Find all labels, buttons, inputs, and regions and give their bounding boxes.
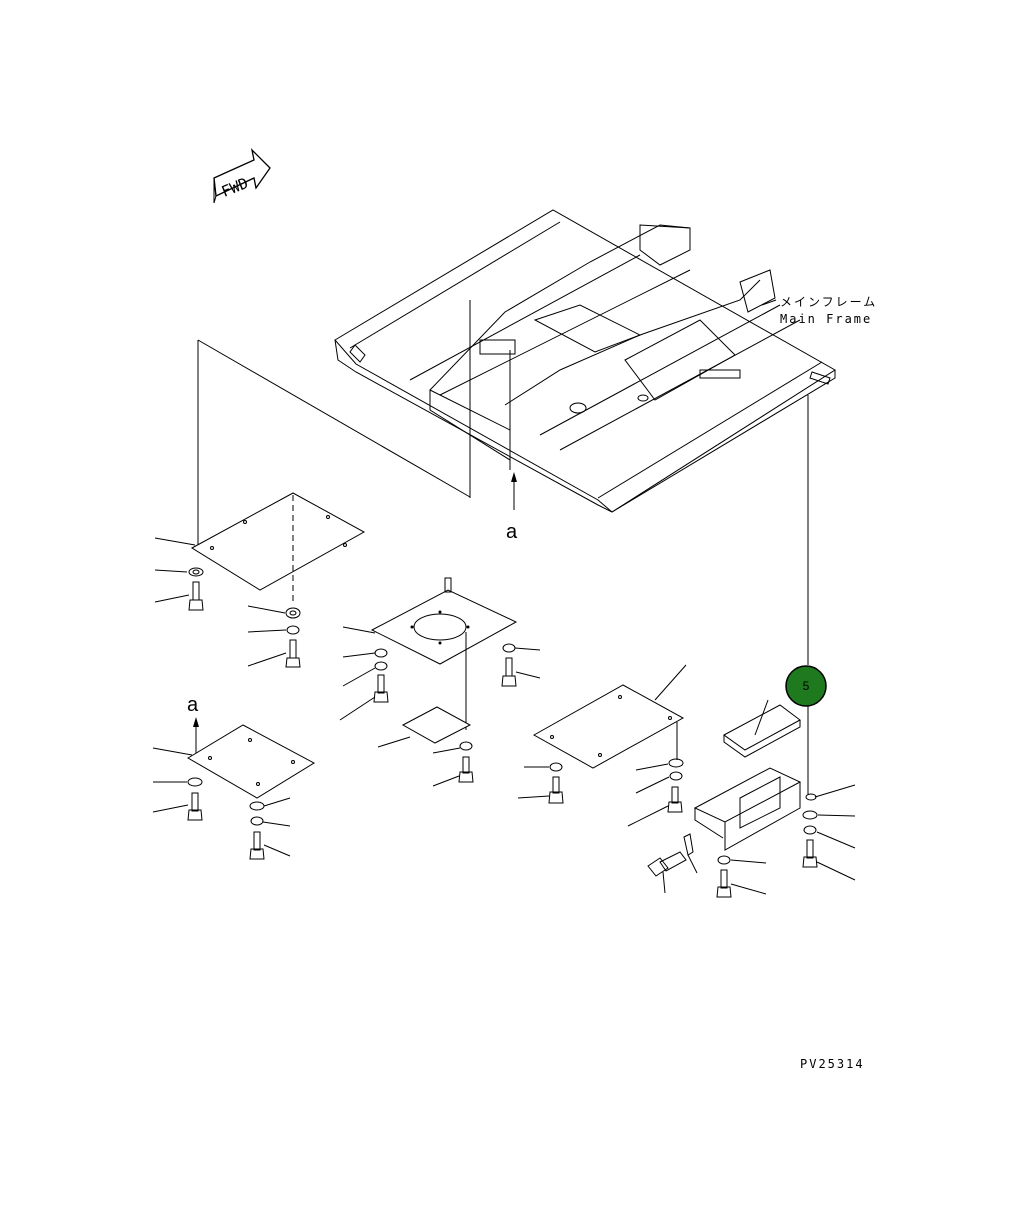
small-cover-plate [377, 706, 474, 787]
view-a-label-top: a [506, 521, 518, 543]
view-a-label-left: a [187, 694, 199, 716]
cover-plate-lower-left [152, 724, 316, 860]
cover-plate-upper-left [154, 492, 366, 668]
main-frame-en-label: Main Frame [780, 312, 872, 326]
callout-number: 5 [803, 679, 810, 693]
main-frame-jp-label: メインフレーム [780, 295, 877, 309]
cover-plate-center-right [517, 664, 687, 827]
cover-plate-center [339, 577, 541, 730]
main-frame [334, 209, 836, 513]
bracket-assembly [647, 699, 856, 898]
callout-5[interactable]: 5 [785, 665, 827, 707]
drawing-number: PV25314 [800, 1057, 865, 1071]
fwd-arrow-icon: FWD [213, 148, 271, 204]
fwd-label: FWD [219, 174, 251, 201]
